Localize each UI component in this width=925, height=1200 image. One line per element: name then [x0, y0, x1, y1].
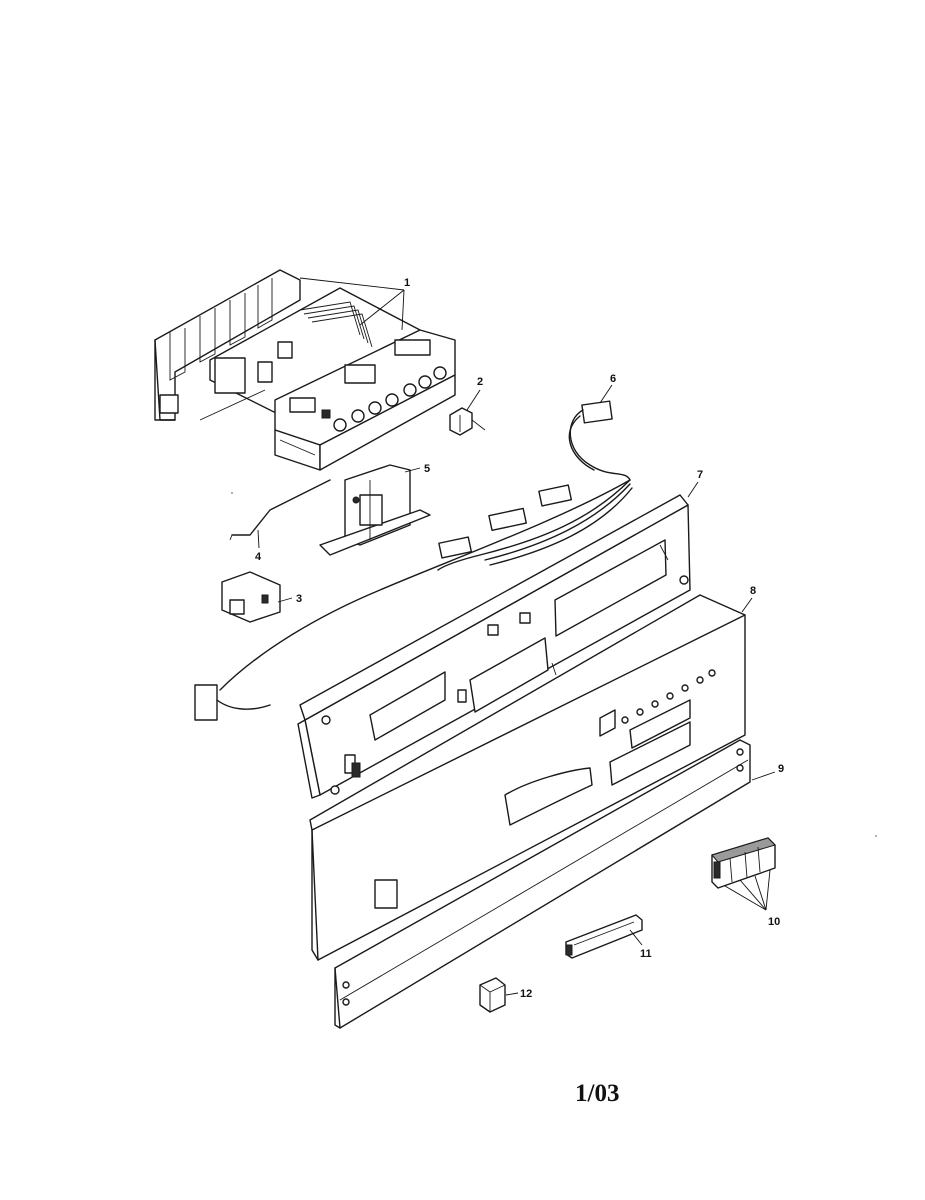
callout-10: 10: [724, 869, 780, 928]
knob: [479, 977, 506, 1013]
page-code-label: 1/03: [575, 1080, 620, 1107]
callout-label: 1: [404, 277, 410, 289]
callout-label: 4: [255, 551, 262, 563]
callout-label: 9: [778, 763, 784, 775]
callout-8: 8: [741, 585, 756, 613]
outer-control-panel: [309, 594, 746, 961]
switch: [449, 407, 486, 436]
callout-label: 11: [640, 948, 652, 960]
callout-2: 2: [466, 376, 483, 411]
latch-assembly: [319, 464, 431, 556]
inner-control-panel: [297, 494, 691, 799]
callout-label: 8: [750, 585, 756, 597]
callout-label: 3: [296, 593, 302, 605]
callout-label: 7: [697, 469, 703, 481]
callout-3: 3: [277, 593, 302, 605]
push-button-set: [711, 837, 776, 889]
callout-4: 4: [255, 529, 262, 563]
callout-11: 11: [629, 929, 652, 960]
door-switch: [221, 571, 281, 623]
callout-1: 1: [299, 277, 410, 331]
wire-harness: [194, 400, 633, 721]
callout-7: 7: [687, 469, 703, 498]
callout-label: 12: [520, 988, 532, 1000]
callout-label: 10: [768, 916, 780, 928]
callout-12: 12: [505, 988, 532, 1000]
trim-strip: [334, 739, 751, 1029]
callout-label: 5: [424, 463, 430, 475]
control-module-assembly: [154, 269, 456, 471]
callout-9: 9: [751, 763, 784, 781]
callout-label: 6: [610, 373, 616, 385]
handle-insert: [565, 914, 643, 959]
rod: [229, 479, 331, 541]
callout-label: 2: [477, 376, 483, 388]
callout-6: 6: [599, 373, 616, 404]
callout-5: 5: [404, 463, 430, 475]
